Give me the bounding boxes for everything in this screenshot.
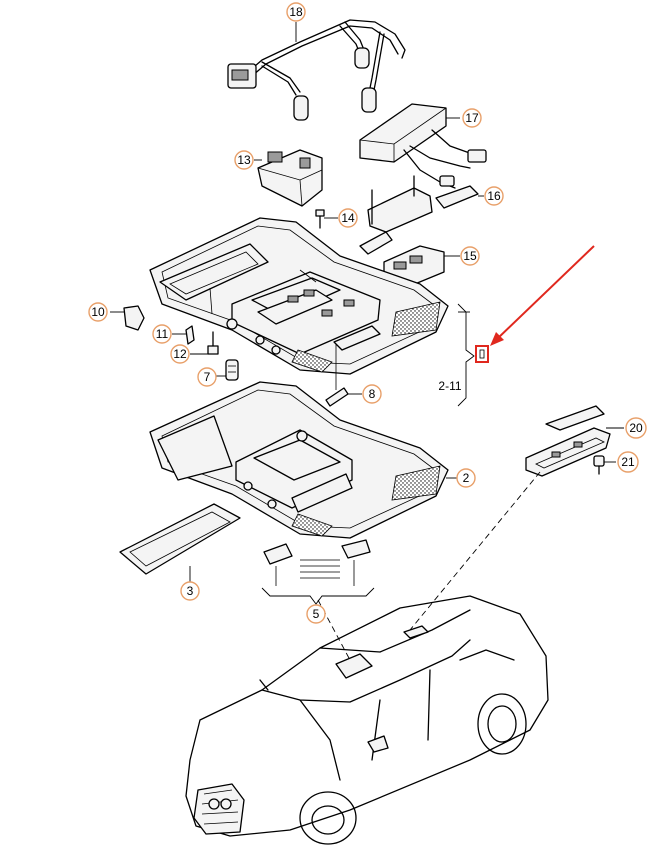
callout-16: 16 <box>484 186 504 206</box>
vehicle-outline <box>185 595 549 845</box>
callout-20: 20 <box>625 417 647 439</box>
svg-text:18: 18 <box>289 5 303 19</box>
spacer-11 <box>172 325 195 345</box>
svg-text:2: 2 <box>463 471 470 485</box>
switch-pads-5 <box>261 539 375 605</box>
screw-12 <box>190 331 219 355</box>
svg-text:14: 14 <box>341 211 355 225</box>
callout-18: 18 <box>286 2 306 22</box>
roof-console-lower <box>149 381 460 539</box>
svg-text:10: 10 <box>91 305 105 319</box>
callout-12: 12 <box>170 344 190 364</box>
callout-17: 17 <box>462 108 482 128</box>
svg-text:11: 11 <box>156 327 169 341</box>
clip-10 <box>110 305 145 331</box>
svg-text:15: 15 <box>463 249 477 263</box>
wiring-harness <box>227 19 406 121</box>
svg-text:17: 17 <box>465 111 479 125</box>
highlight-marker <box>475 245 595 363</box>
callout-2: 2 <box>456 468 476 488</box>
callout-10: 10 <box>88 302 108 322</box>
svg-text:3: 3 <box>187 584 194 598</box>
svg-text:7: 7 <box>204 370 211 384</box>
control-module <box>359 103 487 255</box>
svg-text:12: 12 <box>173 347 187 361</box>
range-label: 2-11 <box>438 379 461 393</box>
lens-cover-3 <box>119 503 241 582</box>
callout-8: 8 <box>362 384 382 404</box>
callout-14: 14 <box>338 208 358 228</box>
callout-5: 5 <box>306 604 326 624</box>
callout-21: 21 <box>617 451 639 473</box>
callout-15: 15 <box>460 246 480 266</box>
callout-3: 3 <box>180 581 200 601</box>
svg-text:2-11: 2-11 <box>438 379 461 393</box>
svg-text:20: 20 <box>629 421 643 435</box>
callout-13: 13 <box>234 150 254 170</box>
rear-reading-light <box>525 405 624 477</box>
lamp-housing <box>254 149 323 207</box>
svg-text:21: 21 <box>621 455 635 469</box>
screw-14 <box>315 209 338 229</box>
bulb-8 <box>325 344 362 407</box>
svg-text:8: 8 <box>369 387 376 401</box>
svg-text:13: 13 <box>237 153 251 167</box>
svg-text:5: 5 <box>313 607 320 621</box>
range-bracket <box>457 303 475 407</box>
callout-11: 11 <box>152 324 172 344</box>
callout-7: 7 <box>197 367 217 387</box>
roof-console-upper <box>149 217 470 375</box>
bulb-holder-7 <box>216 359 239 381</box>
callout-labels: 18 17 13 16 14 15 10 11 <box>88 2 647 624</box>
svg-text:16: 16 <box>487 189 501 203</box>
